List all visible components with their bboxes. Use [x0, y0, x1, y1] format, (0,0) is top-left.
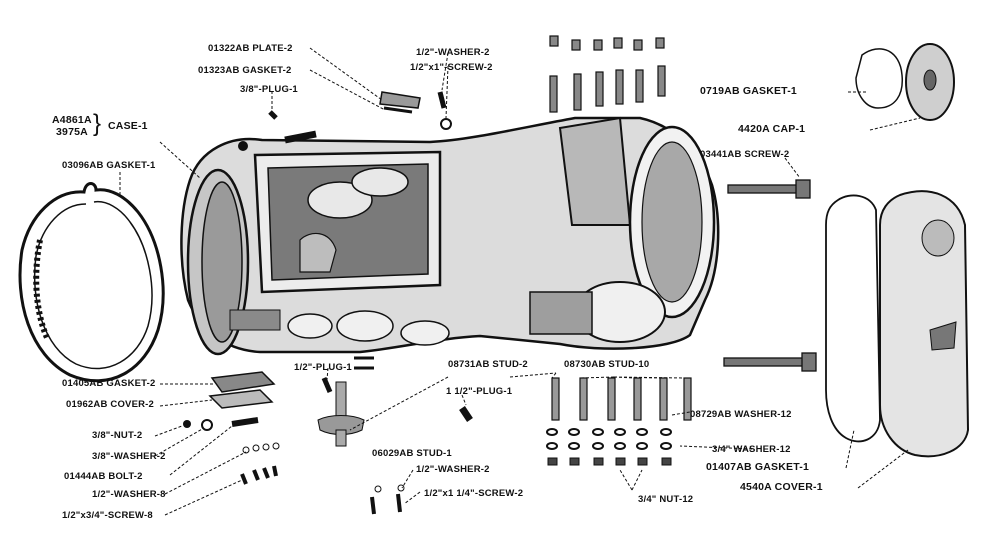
case-brace: } — [93, 110, 102, 137]
cap-label: 4420A CAP-1 — [738, 123, 806, 135]
leader-lines — [119, 47, 921, 516]
screw-8-label: 1/2"x3/4"-SCREW-8 — [62, 510, 153, 521]
lower-stud-array-drawing — [546, 377, 692, 466]
top-stud-array-drawing — [549, 35, 666, 113]
nut-small-label: 3/8"-NUT-2 — [92, 430, 143, 441]
lower-center-hardware-drawing — [317, 381, 473, 515]
washer-8-label: 1/2"-WASHER-8 — [92, 489, 166, 500]
left-gasket-drawing — [18, 182, 165, 383]
screw-top-label: 1/2"x1"-SCREW-2 — [410, 62, 493, 73]
washer-top-label: 1/2"-WASHER-2 — [416, 47, 490, 58]
stud-08731-label: 08731AB STUD-2 — [448, 359, 528, 370]
screw-bottom-label: 1/2"x1 1/4"-SCREW-2 — [424, 488, 524, 499]
bolt-label: 01444AB BOLT-2 — [64, 471, 143, 482]
plug-top-label: 3/8"-PLUG-1 — [240, 84, 298, 95]
plate-label: 01322AB PLATE-2 — [208, 43, 293, 54]
case-label: CASE-1 — [108, 120, 148, 132]
washer-08729-label: 08729AB WASHER-12 — [690, 409, 792, 420]
lower-left-hardware-drawing — [183, 356, 374, 485]
gasket-plate-label: 01323AB GASKET-2 — [198, 65, 292, 76]
gasket-01405-label: 01405AB GASKET-2 — [62, 378, 156, 389]
case-part-number-1: A4861A — [52, 114, 92, 126]
case-drawing — [180, 116, 720, 356]
gasket-01407-label: 01407AB GASKET-1 — [706, 461, 809, 473]
stud-08730-label: 08730AB STUD-10 — [564, 359, 650, 370]
gasket-left-label: 03096AB GASKET-1 — [62, 160, 156, 171]
case-part-number-2: 3975A — [56, 126, 88, 138]
cover-01962-label: 01962AB COVER-2 — [66, 399, 155, 410]
screw-right-label: 03441AB SCREW-2 — [700, 149, 790, 160]
right-cap-drawing — [855, 43, 955, 121]
top-hardware-drawing — [238, 91, 452, 151]
nut-12-label: 3/4" NUT-12 — [638, 494, 694, 505]
stud-06029-label: 06029AB STUD-1 — [372, 448, 452, 459]
plug-mid-label: 1/2"-PLUG-1 — [294, 362, 352, 373]
long-bolts-drawing — [723, 179, 817, 372]
washer-12-label: 3/4" WASHER-12 — [712, 444, 791, 455]
cover-4540-label: 4540A COVER-1 — [740, 481, 823, 493]
washer-small-label: 3/8"-WASHER-2 — [92, 451, 166, 462]
right-cover-drawing — [825, 190, 970, 458]
washer-bottom-label: 1/2"-WASHER-2 — [416, 464, 490, 475]
gasket-cap-label: 0719AB GASKET-1 — [700, 85, 797, 97]
plug-lower-label: 1 1/2"-PLUG-1 — [446, 386, 513, 397]
